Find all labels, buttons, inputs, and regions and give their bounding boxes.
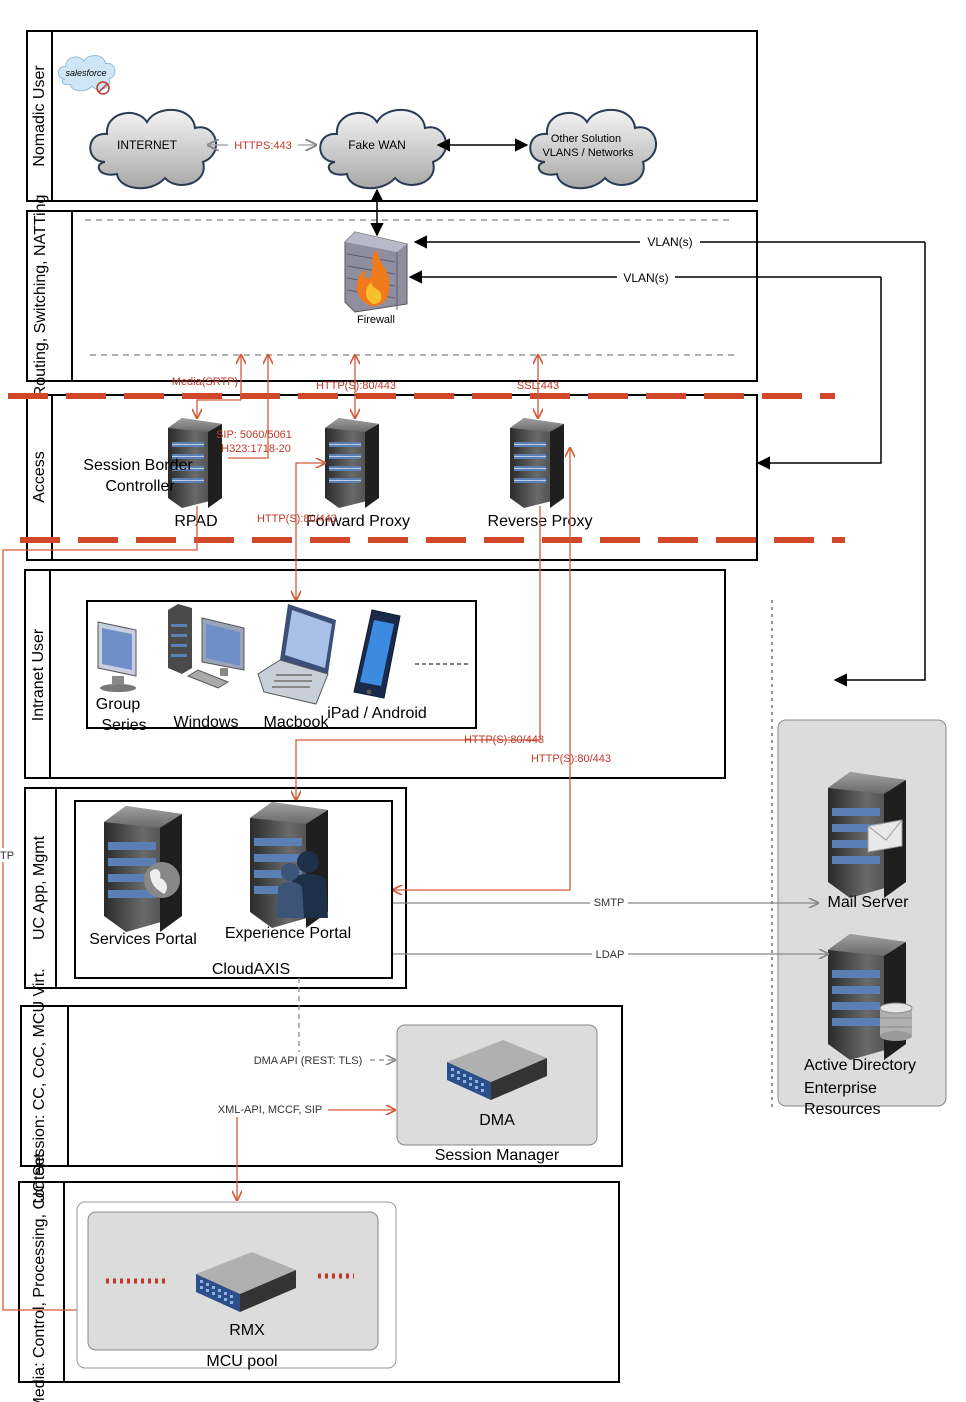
lane-routing: Routing, Switching, NATTing — [26, 195, 758, 398]
media-link-down — [197, 399, 241, 418]
group-series-label-2: Series — [101, 717, 146, 734]
globe-icon — [144, 862, 180, 898]
ipad-android-icon — [353, 609, 401, 699]
macbook-label: Macbook — [264, 714, 330, 731]
mail-server-label: Mail Server — [828, 894, 910, 911]
reverse-proxy-cloudaxis-link — [393, 448, 570, 890]
lane-nomadic: Nomadic User — [26, 30, 758, 202]
lane-intranet: Intranet User — [24, 569, 726, 779]
ssl-label: SSL:443 — [517, 380, 559, 392]
xml-api-label: XML-API, MCCF, SIP — [218, 1104, 323, 1116]
lane-access-title: Access — [31, 451, 48, 503]
sbc-label-2: Controller — [105, 478, 175, 495]
tp-label-bg — [0, 848, 16, 862]
vlan-link-to-enterprise — [833, 242, 926, 687]
forward-proxy-intranet-link — [296, 463, 325, 600]
sip-label: SIP: 5060/5061 — [216, 429, 292, 441]
forward-proxy-label: Forward Proxy — [306, 513, 410, 530]
https-label: HTTPS:443 — [234, 140, 291, 152]
cloudaxis-label: CloudAXIS — [212, 961, 290, 978]
envelope-icon — [867, 819, 903, 853]
vlan-label-2-bg — [617, 270, 675, 284]
mcu-pool-label: MCU pool — [206, 1353, 277, 1370]
dma-api-label-bg — [246, 1052, 370, 1067]
lane-ucapp: UC App, Mgmt — [24, 787, 407, 989]
sbc-label-1: Session Border — [83, 457, 193, 474]
experience-portal-label: Experience Portal — [225, 925, 351, 942]
vlan-link-to-access — [756, 277, 882, 470]
group-series-icon — [97, 621, 137, 692]
lane-ucapp-title: UC App, Mgmt — [31, 835, 48, 940]
dma-label: DMA — [479, 1112, 515, 1129]
internet-label: INTERNET — [117, 138, 178, 152]
ad-label-2: Enterprise — [804, 1080, 877, 1097]
reverse-proxy-portal-link — [296, 506, 541, 800]
users-icon — [276, 851, 328, 918]
http-rp1-label: HTTP(S):80/443 — [464, 734, 544, 746]
sip-link — [228, 355, 268, 459]
tp-label: TP — [0, 850, 14, 862]
rmx-label: RMX — [229, 1322, 265, 1339]
fakewan-label: Fake WAN — [348, 138, 406, 152]
salesforce-label: salesforce — [65, 68, 106, 78]
dma-api-label: DMA API (REST: TLS) — [254, 1055, 363, 1067]
other-solution-label-1: Other Solution — [551, 133, 621, 145]
http-fp-label: HTTP(S):80/443 — [257, 513, 337, 525]
http-rp2-label: HTTP(S):80/443 — [531, 753, 611, 765]
windows-label: Windows — [174, 714, 239, 731]
xml-api-label-bg — [212, 1102, 328, 1117]
session-manager-label: Session Manager — [435, 1147, 560, 1164]
devices-group-box — [86, 600, 477, 729]
forward-proxy-server-icon — [325, 418, 379, 508]
macbook-icon — [257, 604, 336, 705]
lane-media-title: Media: Control, Processing, Content — [31, 1153, 48, 1402]
dma-api-link — [298, 978, 395, 1060]
lane-ucsession: UC Session: CC, CoC, MCU Virt. — [20, 968, 623, 1204]
vlan-label-2: VLAN(s) — [623, 271, 668, 285]
no-icon — [96, 81, 110, 95]
cloudaxis-box — [74, 800, 393, 979]
firewall-icon — [344, 231, 408, 313]
no-icon-slash — [98, 83, 108, 93]
ad-label-3: Resources — [804, 1101, 880, 1118]
lane-media: Media: Control, Processing, Content — [18, 1153, 620, 1402]
vlan-label-1-bg — [640, 235, 700, 249]
database-icon — [879, 1002, 913, 1041]
reverse-proxy-server-icon — [510, 418, 564, 508]
vlan-label-1: VLAN(s) — [647, 235, 692, 249]
rpad-rmx-link — [2, 506, 198, 1310]
ipad-label: iPad / Android — [327, 705, 427, 722]
other-solution-label-2: VLANS / Networks — [542, 147, 634, 159]
lane-routing-title: Routing, Switching, NATTing — [32, 195, 49, 398]
windows-pc-icon — [168, 604, 245, 689]
h323-label: H323:1718-20 — [221, 443, 291, 455]
lane-routing-title-line: Routing, Switching, NATTing — [32, 195, 49, 398]
active-directory-server-icon — [828, 934, 906, 1060]
lane-ucsession-title: UC Session: CC, CoC, MCU Virt. — [31, 968, 48, 1203]
https-label-bg — [228, 138, 298, 152]
group-series-label-1: Group — [96, 696, 141, 713]
ldap-label-bg — [592, 947, 628, 961]
lane-intranet-title: Intranet User — [30, 628, 47, 721]
media-srtp-label: Media(SRTP) — [172, 376, 238, 388]
services-portal-label: Services Portal — [89, 931, 197, 948]
smtp-label-bg — [590, 896, 628, 910]
ldap-label: LDAP — [596, 949, 625, 961]
lane-nomadic-title: Nomadic User — [31, 65, 48, 167]
http-fw-label: HTTP(S):80/443 — [316, 380, 396, 392]
smtp-label: SMTP — [594, 897, 625, 909]
rpad-label: RPAD — [174, 513, 217, 530]
firewall-label: Firewall — [357, 314, 395, 326]
ad-label-1: Active Directory — [804, 1057, 916, 1074]
